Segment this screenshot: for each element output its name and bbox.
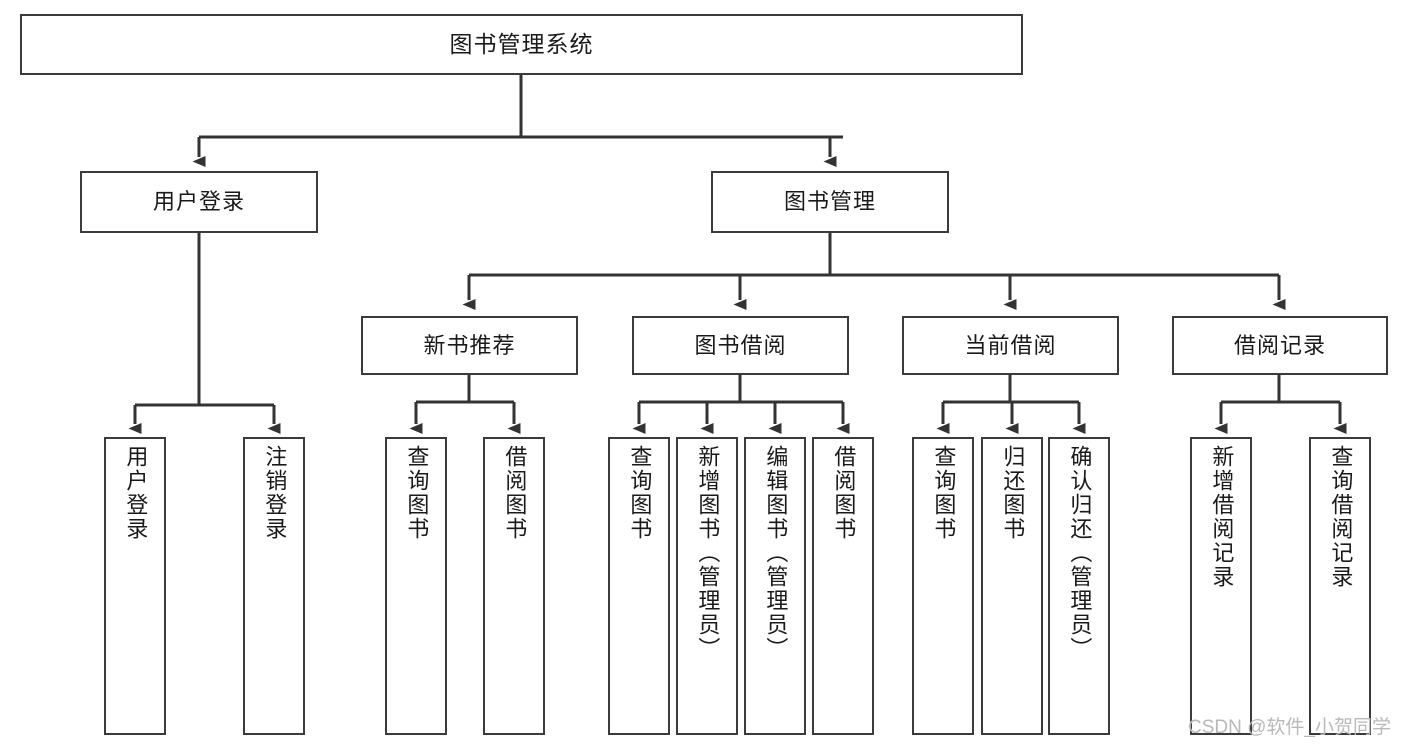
leaf-book-borrow-2[interactable]: 编辑图书（管理员）	[744, 437, 806, 735]
node-book-borrow[interactable]: 图书借阅	[632, 316, 849, 375]
node-label: 图书借阅	[694, 332, 787, 358]
leaf-borrow-record-1[interactable]: 查询借阅记录	[1309, 437, 1371, 735]
leaf-user-login-1[interactable]: 注销登录	[243, 437, 305, 735]
leaf-label: 查询图书	[627, 445, 653, 541]
leaf-book-borrow-1[interactable]: 新增图书（管理员）	[676, 437, 738, 735]
node-root-system[interactable]: 图书管理系统	[20, 14, 1023, 75]
leaf-current-borrow-0[interactable]: 查询图书	[912, 437, 974, 735]
leaf-new-book-rec-1[interactable]: 借阅图书	[483, 437, 545, 735]
leaf-label: 借阅图书	[502, 445, 528, 541]
node-book-manage[interactable]: 图书管理	[711, 171, 949, 233]
node-label: 当前借阅	[964, 332, 1057, 358]
leaf-label: 查询借阅记录	[1328, 445, 1354, 589]
node-label: 图书管理	[783, 189, 876, 215]
leaf-label: 查询图书	[404, 445, 430, 541]
node-borrow-record[interactable]: 借阅记录	[1172, 316, 1388, 375]
leaf-label: 用户登录	[123, 445, 149, 541]
leaf-label: 注销登录	[262, 445, 288, 541]
leaf-label: 新增图书（管理员）	[695, 445, 721, 661]
node-label: 借阅记录	[1233, 332, 1326, 358]
leaf-label: 编辑图书（管理员）	[763, 445, 789, 661]
node-label: 新书推荐	[423, 332, 516, 358]
leaf-label: 新增借阅记录	[1209, 445, 1235, 589]
node-label: 图书管理系统	[449, 30, 594, 57]
leaf-label: 归还图书	[1000, 445, 1026, 541]
leaf-new-book-rec-0[interactable]: 查询图书	[385, 437, 447, 735]
leaf-book-borrow-3[interactable]: 借阅图书	[812, 437, 874, 735]
node-new-book-recommend[interactable]: 新书推荐	[361, 316, 578, 375]
node-label: 用户登录	[152, 189, 245, 215]
leaf-user-login-0[interactable]: 用户登录	[104, 437, 166, 735]
leaf-current-borrow-1[interactable]: 归还图书	[981, 437, 1043, 735]
node-user-login[interactable]: 用户登录	[80, 171, 318, 233]
watermark: CSDN @软件_小贺同学	[1188, 717, 1391, 738]
leaf-label: 借阅图书	[831, 445, 857, 541]
leaf-label: 确认归还（管理员）	[1067, 445, 1093, 661]
node-current-borrow[interactable]: 当前借阅	[902, 316, 1119, 375]
leaf-current-borrow-2[interactable]: 确认归还（管理员）	[1048, 437, 1110, 735]
leaf-borrow-record-0[interactable]: 新增借阅记录	[1190, 437, 1252, 735]
leaf-label: 查询图书	[931, 445, 957, 541]
leaf-book-borrow-0[interactable]: 查询图书	[608, 437, 670, 735]
